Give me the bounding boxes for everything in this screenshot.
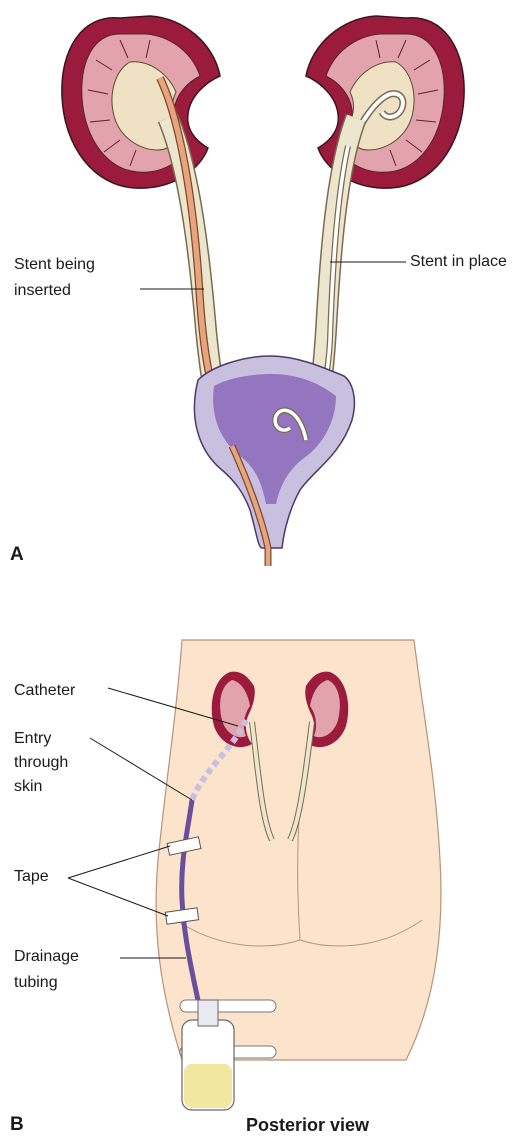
view-caption: Posterior view xyxy=(246,1115,369,1136)
label-stent-being-inserted-line2: inserted xyxy=(14,280,71,301)
label-entry-line2: through xyxy=(14,752,68,773)
label-catheter: Catheter xyxy=(14,680,75,701)
tape-leader-1 xyxy=(68,846,170,878)
right-kidney xyxy=(306,16,464,188)
label-entry-line3: skin xyxy=(14,776,42,797)
leg-strap-upper xyxy=(180,1000,276,1012)
label-drainage-line2: tubing xyxy=(14,972,58,993)
label-tape: Tape xyxy=(14,866,49,887)
label-stent-being-inserted-line1: Stent being xyxy=(14,254,95,275)
label-stent-in-place: Stent in place xyxy=(410,251,507,272)
panel-letter-b: B xyxy=(10,1114,24,1136)
panel-letter-a: A xyxy=(10,544,24,566)
bladder xyxy=(194,356,354,566)
label-entry-line1: Entry xyxy=(14,728,51,749)
panel-b-illustration xyxy=(68,640,441,1110)
left-kidney xyxy=(62,16,220,188)
label-drainage-line1: Drainage xyxy=(14,946,79,967)
tape-leader-2 xyxy=(68,878,168,916)
panel-a-illustration xyxy=(62,16,464,566)
